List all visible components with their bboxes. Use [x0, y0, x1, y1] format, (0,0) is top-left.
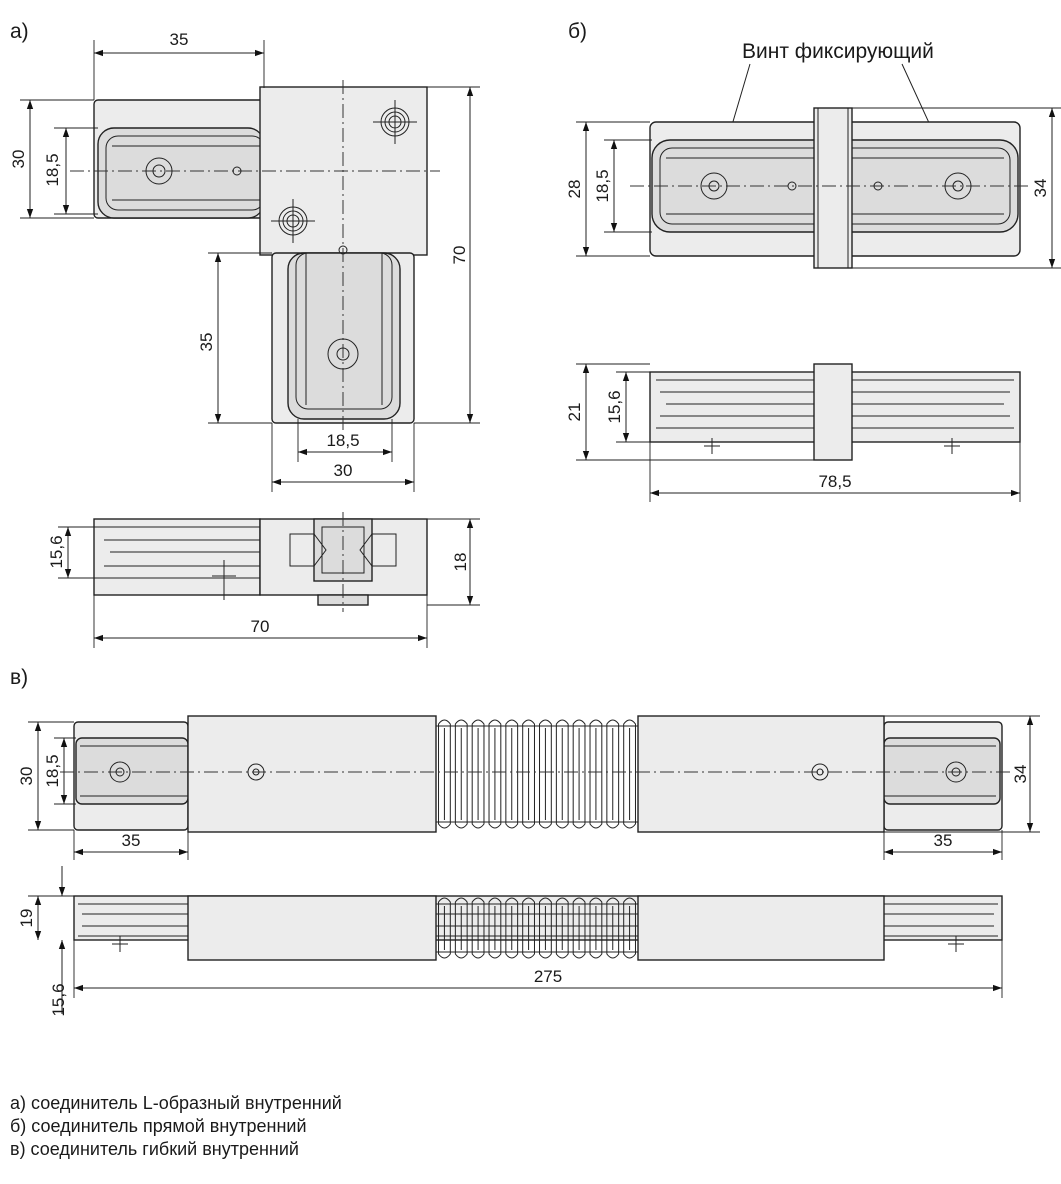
view-a-hole-lower	[327, 338, 359, 370]
view-a-side	[93, 512, 428, 612]
dim-b-15-6: 15,6	[605, 390, 624, 423]
dim-c-18-5: 18,5	[43, 754, 62, 787]
dim-a-left-18-5: 18,5	[43, 153, 62, 186]
dim-c-35-left: 35	[122, 831, 141, 850]
dim-c-275: 275	[534, 967, 562, 986]
view-b-annotation: Винт фиксирующий	[742, 40, 934, 63]
dim-a-left-30: 30	[9, 150, 28, 169]
view-c-side	[73, 895, 1003, 961]
dim-a-right-70: 70	[450, 246, 469, 265]
dim-c-30: 30	[17, 767, 36, 786]
dim-a-bottom-30: 30	[334, 461, 353, 480]
dim-c-34: 34	[1011, 765, 1030, 784]
legend: а) соединитель L-образный внутренний б) …	[10, 1092, 342, 1161]
dim-b-21: 21	[565, 403, 584, 422]
dim-a-side-70: 70	[251, 617, 270, 636]
dim-c-19: 19	[17, 909, 36, 928]
dim-c-35-right: 35	[934, 831, 953, 850]
view-a-pin-lower	[338, 245, 348, 255]
dim-b-28: 28	[565, 180, 584, 199]
view-a-screw-upper	[373, 100, 417, 144]
dim-a-bottom-18-5: 18,5	[326, 431, 359, 450]
dim-c-15-6: 15,6	[49, 983, 68, 1016]
dim-b-18-5: 18,5	[593, 169, 612, 202]
view-c-bellows	[436, 719, 638, 829]
legend-item-a: а) соединитель L-образный внутренний	[10, 1093, 342, 1113]
dim-a-side-15-6: 15,6	[47, 535, 66, 568]
view-c: в) 30 18,5 34 3	[10, 666, 1040, 1017]
dim-a-top-35: 35	[170, 30, 189, 49]
legend-item-c: в) соединитель гибкий внутренний	[10, 1139, 299, 1159]
dim-b-34: 34	[1031, 179, 1050, 198]
view-a-screw-lower	[271, 199, 315, 243]
view-b: б) Винт фиксирующий 28 18,5 34	[565, 20, 1061, 502]
dim-a-side-18: 18	[451, 553, 470, 572]
view-a-label: а)	[10, 20, 29, 43]
view-b-side	[649, 363, 1021, 461]
view-a-pin-left	[232, 166, 242, 176]
dim-b-78-5: 78,5	[818, 472, 851, 491]
view-b-top	[630, 107, 1030, 269]
view-c-top	[60, 715, 1012, 833]
view-a: а)	[9, 20, 480, 648]
view-a-hole-left	[145, 157, 173, 185]
dim-a-lower-35: 35	[197, 333, 216, 352]
legend-item-b: б) соединитель прямой внутренний	[10, 1116, 307, 1136]
view-a-horizontal-arm	[93, 99, 265, 219]
view-c-label: в)	[10, 666, 28, 689]
technical-drawing: а)	[9, 20, 1061, 1017]
view-b-label: б)	[568, 20, 587, 43]
